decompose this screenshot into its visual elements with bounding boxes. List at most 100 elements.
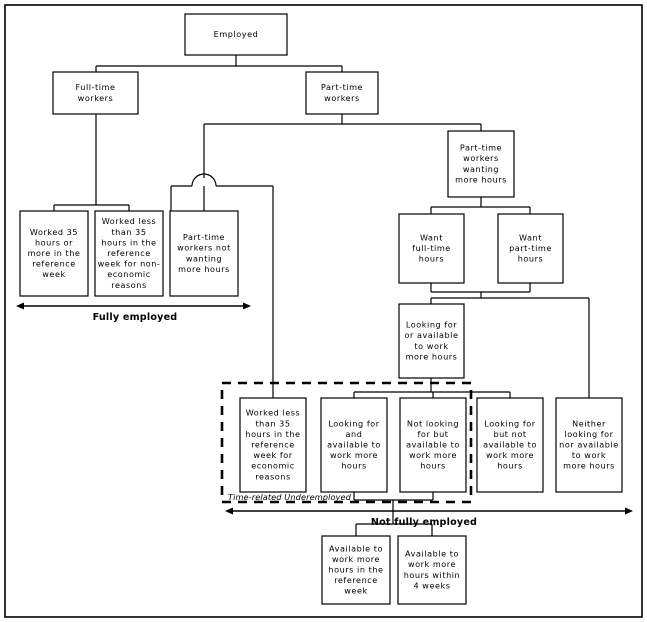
node-label-pt-wanting-more: Part-time: [460, 143, 502, 153]
time-related-underemployed-group: Time-related Underemployed: [220, 381, 473, 504]
node-label-worked-lt35-econ: Worked less: [246, 408, 301, 418]
node-label-worked-lt35-econ: reference: [251, 440, 295, 450]
node-box-not-looking-avail[interactable]: [399, 397, 467, 493]
node-label-avail-ref-week: Available to: [329, 543, 383, 553]
page-border: [4, 4, 643, 618]
not-fully-employed-span: Not fully employed: [225, 507, 633, 528]
node-box-pt-wanting-more[interactable]: [447, 130, 515, 198]
node-box-full-time[interactable]: [52, 71, 139, 115]
node-box-pt-not-wanting[interactable]: [169, 210, 239, 297]
node-label-part-time: Part-time: [321, 82, 363, 92]
node-label-looking-or-avail: Looking for: [406, 320, 457, 330]
node-label-looking-and-avail: hours: [341, 461, 367, 471]
node-label-worked-lt35-non: Worked less: [102, 216, 157, 226]
node-box-employed[interactable]: [184, 13, 288, 56]
node-label-looking-not-avail: but not: [493, 429, 526, 439]
node-label-not-looking-avail: for but: [418, 429, 449, 439]
node-employed[interactable]: Employed: [184, 13, 288, 56]
node-label-worked-35-plus: Worked 35: [30, 227, 78, 237]
node-label-worked-lt35-non: hours in the: [101, 237, 156, 247]
node-label-not-looking-avail: work more: [409, 450, 457, 460]
node-label-not-looking-avail: Not looking: [407, 418, 459, 428]
node-box-looking-not-avail[interactable]: [476, 397, 544, 493]
node-box-part-time[interactable]: [305, 71, 379, 115]
node-label-avail-ref-week: hours in the: [328, 565, 383, 575]
node-label-worked-lt35-non: reference: [107, 248, 151, 258]
dashed-group-border: [220, 381, 473, 504]
node-label-looking-and-avail: Looking for: [328, 418, 379, 428]
node-box-looking-and-avail[interactable]: [320, 397, 388, 493]
node-label-worked-lt35-non: economic: [107, 269, 150, 279]
node-label-pt-not-wanting: workers not: [177, 243, 231, 253]
node-label-not-looking-avail: hours: [420, 461, 446, 471]
node-label-employed: Employed: [214, 29, 259, 39]
node-label-worked-lt35-non: week for non-: [98, 259, 161, 269]
node-label-full-time: workers: [78, 93, 114, 103]
node-label-part-time: workers: [324, 93, 360, 103]
node-label-want-part-time: Want: [519, 232, 542, 242]
node-box-avail-ref-week[interactable]: [321, 535, 391, 605]
node-label-want-part-time: part-time: [509, 243, 552, 253]
node-box-want-full-time[interactable]: [398, 213, 465, 284]
node-label-full-time: Full-time: [76, 82, 116, 92]
node-label-worked-lt35-non: reasons: [111, 280, 146, 290]
not-fully-employed-label: Not fully employed: [371, 517, 477, 528]
node-label-not-looking-avail: available to: [406, 440, 460, 450]
dashed-group-label: Time-related Underemployed: [228, 492, 352, 502]
node-label-worked-lt35-econ: economic: [251, 461, 294, 471]
node-label-looking-not-avail: hours: [497, 461, 523, 471]
node-box-neither[interactable]: [555, 397, 623, 493]
node-label-want-full-time: full-time: [412, 243, 451, 253]
node-label-looking-not-avail: Looking for: [484, 418, 535, 428]
node-label-pt-not-wanting: wanting: [186, 253, 222, 263]
node-box-avail-4-weeks[interactable]: [397, 535, 467, 605]
node-label-neither: to work: [572, 450, 606, 460]
node-label-neither: Neither: [572, 418, 606, 428]
node-label-pt-wanting-more: more hours: [455, 174, 507, 184]
node-label-neither: more hours: [563, 461, 615, 471]
node-label-looking-and-avail: work more: [330, 450, 378, 460]
node-label-pt-wanting-more: wanting: [463, 164, 499, 174]
node-label-looking-or-avail: or available: [405, 330, 459, 340]
node-label-looking-or-avail: to work: [414, 341, 448, 351]
node-box-worked-lt35-non[interactable]: [94, 210, 164, 297]
node-label-neither: looking for: [564, 429, 613, 439]
node-label-looking-and-avail: and: [346, 429, 363, 439]
node-label-looking-not-avail: work more: [486, 450, 534, 460]
node-label-worked-lt35-econ: week for: [253, 450, 292, 460]
node-box-want-part-time[interactable]: [497, 213, 564, 284]
node-label-looking-and-avail: available to: [327, 440, 381, 450]
node-label-neither: nor available: [559, 440, 619, 450]
node-label-avail-4-weeks: 4 weeks: [413, 580, 450, 590]
node-label-looking-or-avail: more hours: [406, 351, 458, 361]
node-label-avail-4-weeks: hours within: [404, 570, 460, 580]
box-layer: EmployedFull-timeworkersPart-timeworkers…: [19, 13, 623, 605]
node-label-avail-ref-week: reference: [334, 575, 378, 585]
node-label-want-full-time: Want: [420, 232, 443, 242]
node-label-worked-lt35-non: than 35: [111, 227, 146, 237]
node-label-pt-wanting-more: workers: [463, 153, 499, 163]
node-box-looking-or-avail[interactable]: [398, 303, 465, 379]
node-box-worked-lt35-econ[interactable]: [239, 397, 307, 493]
node-label-avail-ref-week: work more: [332, 554, 380, 564]
node-label-worked-35-plus: hours or: [35, 237, 73, 247]
connector-line-hop: [191, 173, 217, 187]
node-box-worked-35-plus[interactable]: [19, 210, 89, 297]
